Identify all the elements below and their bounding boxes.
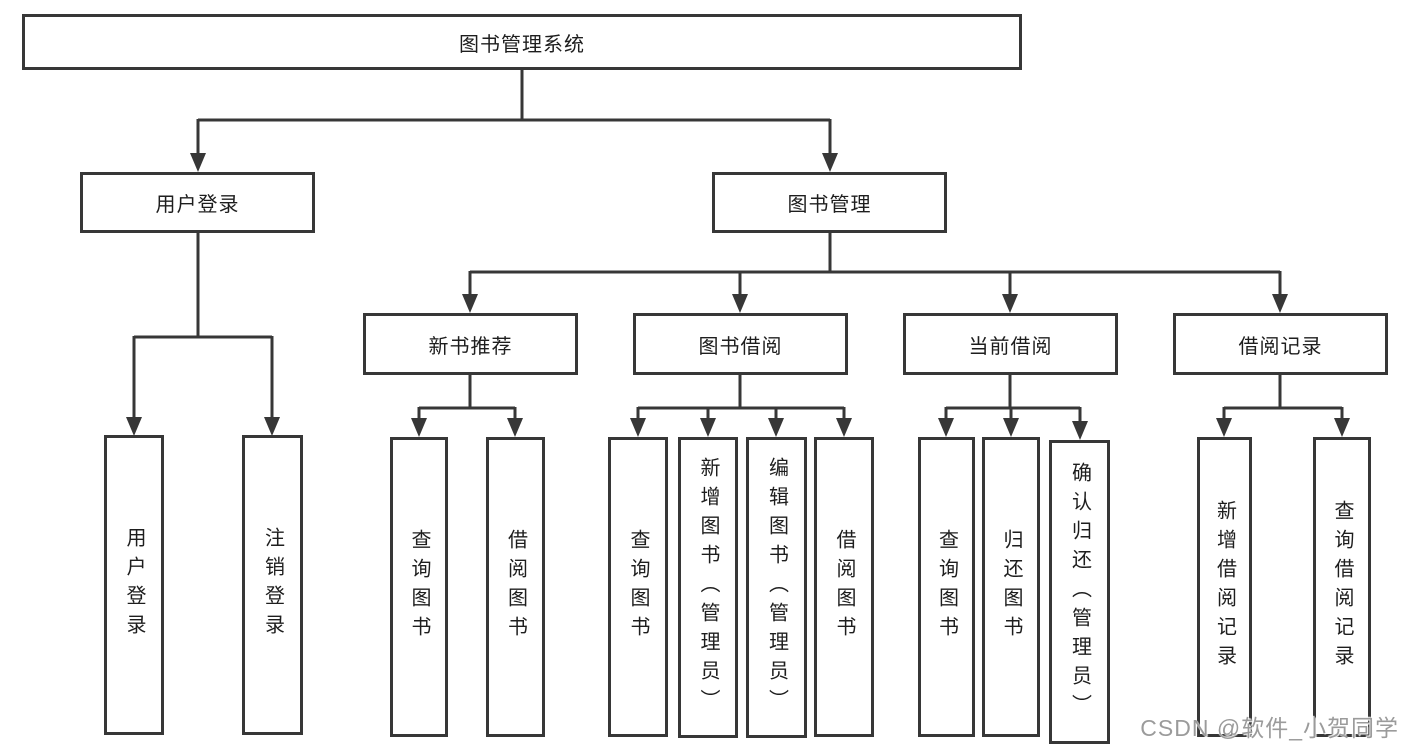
node-label: 查询借阅记录	[1331, 500, 1353, 674]
node-return-books: 归还图书	[982, 437, 1040, 737]
arrowhead-glyphs	[126, 153, 1350, 440]
node-label: 查询图书	[408, 529, 430, 645]
node-label: 编辑图书（管理员）	[765, 457, 788, 718]
node-borrowing-borrow-books: 借阅图书	[814, 437, 874, 737]
node-add-borrow-record: 新增借阅记录	[1197, 437, 1252, 737]
csdn-watermark: CSDN @软件_小贺同学	[1140, 715, 1399, 741]
node-newbook-query-books: 查询图书	[390, 437, 448, 737]
node-label: 借阅图书	[504, 529, 527, 645]
node-current-borrowing: 当前借阅	[903, 313, 1118, 375]
node-book-borrowing: 图书借阅	[633, 313, 848, 375]
node-new-book-recommend: 新书推荐	[363, 313, 578, 375]
node-add-books-admin: 新增图书（管理员）	[678, 437, 738, 738]
node-user-login: 用户登录	[80, 172, 315, 233]
node-edit-books-admin: 编辑图书（管理员）	[746, 437, 807, 738]
node-label: 确认归还（管理员）	[1068, 461, 1091, 723]
node-label: 查询图书	[935, 529, 958, 645]
node-label: 新增图书（管理员）	[697, 457, 719, 718]
node-book-management: 图书管理	[712, 172, 947, 233]
node-library-system-root: 图书管理系统	[22, 14, 1022, 70]
node-newbook-borrow-books: 借阅图书	[486, 437, 545, 737]
connector-lines	[132, 68, 1344, 425]
node-borrowing-records: 借阅记录	[1173, 313, 1388, 375]
node-label: 借阅图书	[833, 529, 855, 645]
node-label: 归还图书	[1000, 529, 1022, 645]
node-confirm-return-admin: 确认归还（管理员）	[1049, 440, 1110, 744]
node-label: 新增借阅记录	[1213, 500, 1236, 674]
node-user-login-leaf: 用户登录	[104, 435, 164, 735]
node-borrowing-query-books: 查询图书	[608, 437, 668, 737]
node-label: 注销登录	[261, 527, 284, 643]
node-current-query-books: 查询图书	[918, 437, 975, 737]
node-logout-leaf: 注销登录	[242, 435, 303, 735]
node-query-borrow-record: 查询借阅记录	[1313, 437, 1371, 737]
node-label: 用户登录	[123, 527, 145, 643]
node-label: 查询图书	[627, 529, 649, 645]
